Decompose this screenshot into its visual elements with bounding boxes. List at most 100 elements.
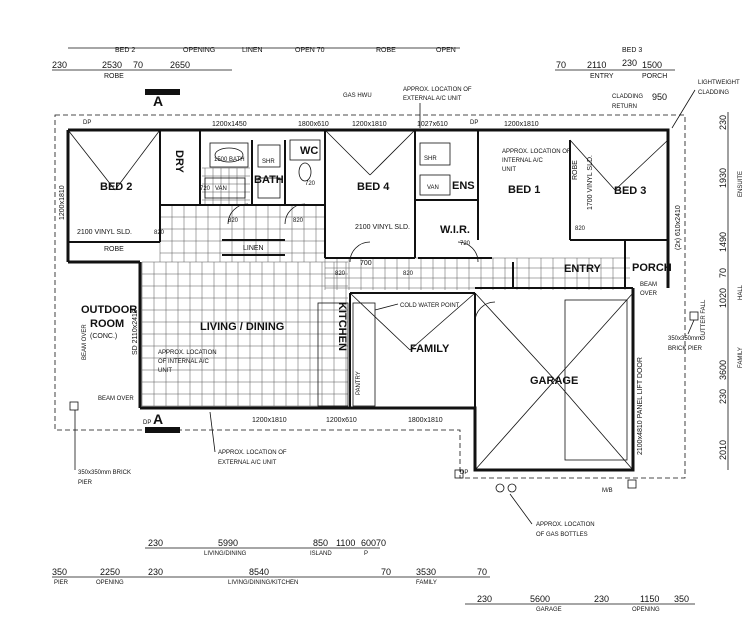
svg-text:(2x) 610x2410: (2x) 610x2410 [675,205,682,250]
svg-text:8540: 8540 [249,567,269,577]
svg-text:720: 720 [460,241,471,247]
svg-text:1930: 1930 [718,168,728,188]
svg-text:2100x4810 PANEL LIFT DOOR: 2100x4810 PANEL LIFT DOOR [637,357,644,455]
internal-walls [68,130,668,408]
label-robe-bed3: ROBE [572,160,579,180]
svg-text:5600: 5600 [530,594,550,604]
svg-text:700: 700 [360,260,372,267]
svg-text:OF GAS BOTTLES: OF GAS BOTTLES [536,532,588,538]
svg-text:OPENING: OPENING [632,607,660,613]
svg-text:BEAM OVER: BEAM OVER [82,324,88,360]
label-shr-ens: SHR [424,156,437,162]
svg-text:820: 820 [154,230,165,236]
svg-text:PIER: PIER [54,580,69,586]
svg-text:720: 720 [200,186,211,192]
svg-text:DP: DP [143,420,151,426]
svg-text:850: 850 [313,538,328,548]
room-wir: W.I.R. [440,224,470,236]
header-bed3: BED 3 [622,47,642,54]
bottom-dimensions: 230 5990 LIVING/DINING 850 ISLAND 1100 6… [52,538,695,613]
section-marker-top: A [145,89,180,109]
opening-labels: 1200x1450 1800x610 1200x1810 1027x610 12… [59,92,682,476]
label-robe-bed2: ROBE [104,246,124,253]
svg-text:350x350mm BRICK: 350x350mm BRICK [78,470,131,476]
svg-text:820: 820 [228,218,239,224]
label-linen: LINEN [243,245,264,252]
svg-text:COLD WATER POINT: COLD WATER POINT [400,303,460,309]
dim-230-right: 230 [622,58,637,68]
svg-text:1200x1810: 1200x1810 [59,185,66,220]
svg-text:M/B: M/B [602,488,613,494]
svg-text:GARAGE: GARAGE [536,607,562,613]
svg-text:1200x1810: 1200x1810 [252,417,287,424]
svg-text:CLADDING: CLADDING [612,94,643,100]
svg-text:EXTERNAL A/C UNIT: EXTERNAL A/C UNIT [218,460,277,466]
top-dimensions: 230 2530 ROBE 70 2650 70 2110 ENTRY 230 … [52,58,675,80]
svg-text:APPROX. LOCATION: APPROX. LOCATION [158,350,217,356]
dim-entry-label: ENTRY [590,73,614,80]
svg-text:EXTERNAL A/C UNIT: EXTERNAL A/C UNIT [403,96,462,102]
svg-text:230: 230 [148,538,163,548]
svg-text:2250: 2250 [100,567,120,577]
svg-text:GUTTER FALL: GUTTER FALL [701,299,707,340]
svg-text:GAS HWU: GAS HWU [343,93,372,99]
svg-text:APPROX. LOCATION OF: APPROX. LOCATION OF [218,450,287,456]
svg-text:SD 2110x2410: SD 2110x2410 [132,309,139,355]
svg-text:CLADDING: CLADDING [698,90,729,96]
svg-text:3530: 3530 [416,567,436,577]
svg-text:2100 VINYL SLD.: 2100 VINYL SLD. [355,224,410,231]
room-bed2: BED 2 [100,181,132,193]
svg-text:350: 350 [674,594,689,604]
svg-text:A: A [153,411,163,427]
label-pantry: PANTRY [356,371,362,395]
svg-text:1020: 1020 [718,288,728,308]
svg-text:DP: DP [460,470,468,476]
svg-text:1200x1810: 1200x1810 [352,121,387,128]
svg-text:1027x610: 1027x610 [417,121,448,128]
svg-text:INTERNAL A/C: INTERNAL A/C [502,158,543,164]
dim-2530: 2530 [102,60,122,70]
header-bed2: BED 2 [115,47,135,54]
room-porch: PORCH [632,262,672,274]
svg-text:APPROX. LOCATION: APPROX. LOCATION [536,522,595,528]
svg-text:3600: 3600 [718,360,728,380]
header-open: OPEN [436,47,456,54]
header-opening: OPENING [183,47,215,54]
dim-2650: 2650 [170,60,190,70]
dim-230-top: 230 [52,60,67,70]
header-linen: LINEN [242,47,263,54]
room-wc: WC [300,145,318,157]
svg-text:1200x1450: 1200x1450 [212,121,247,128]
svg-text:230: 230 [477,594,492,604]
room-family: FAMILY [410,343,450,355]
svg-text:820: 820 [335,271,346,277]
svg-text:70: 70 [381,567,391,577]
svg-text:PIER: PIER [78,480,93,486]
svg-text:1100: 1100 [336,538,355,548]
dim-porch-label: PORCH [642,73,667,80]
room-outdoor-1: OUTDOOR [81,304,137,316]
svg-text:230: 230 [718,389,728,404]
label-van-bath: VAN [215,186,227,192]
svg-text:BEAM: BEAM [640,282,657,288]
room-outdoor-2: ROOM [90,318,124,330]
svg-text:ENSUITE: ENSUITE [738,171,744,197]
room-labels: BED 2 DRY BATH WC BED 4 ENS BED 1 BED 3 … [81,145,672,395]
svg-text:2100 VINYL SLD.: 2100 VINYL SLD. [77,229,132,236]
svg-text:ISLAND: ISLAND [310,551,332,557]
svg-text:720: 720 [305,181,316,187]
label-bath-1500: 1500 BATH [214,157,245,163]
svg-text:UNIT: UNIT [502,167,516,173]
svg-text:OF INTERNAL A/C: OF INTERNAL A/C [158,359,209,365]
svg-text:1150: 1150 [640,594,659,604]
svg-text:BRICK PIER: BRICK PIER [668,346,703,352]
fixtures [67,129,699,493]
room-garage: GARAGE [530,375,578,387]
svg-text:OPENING: OPENING [96,580,124,586]
svg-text:820: 820 [293,218,304,224]
right-dimensions: 230 1930 ENSUITE 1490 70 1020 HALL 3600 … [718,112,744,470]
svg-text:350: 350 [52,567,67,577]
svg-text:950: 950 [652,92,667,102]
svg-text:1800x610: 1800x610 [298,121,329,128]
svg-text:70: 70 [477,567,487,577]
